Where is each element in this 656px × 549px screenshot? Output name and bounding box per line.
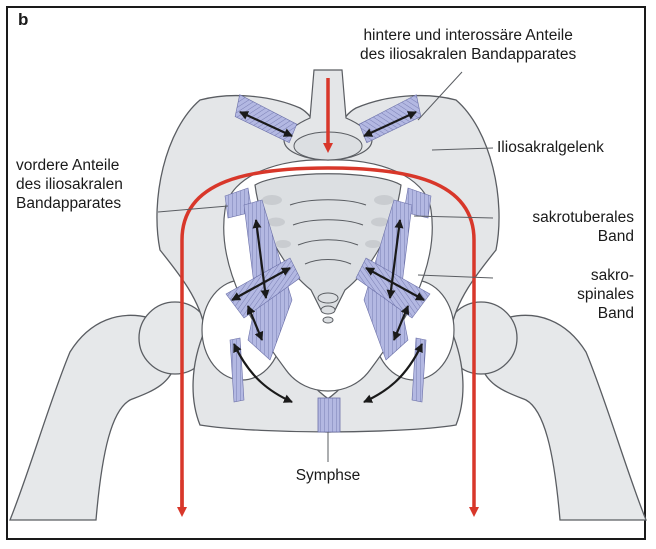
label-si-joint: Iliosakralgelenk xyxy=(497,138,604,157)
label-sacrospinous-ligament: sakro- spinales Band xyxy=(577,266,634,323)
label-anterior-line2: des iliosakralen xyxy=(16,175,123,194)
label-anterior-si-ligaments: vordere Anteile des iliosakralen Bandapp… xyxy=(16,156,123,213)
label-sacrotuberous-ligament: sakrotuberales Band xyxy=(532,208,634,246)
label-sacrospinous-line1: sakro- xyxy=(577,266,634,285)
label-sacrotuberous-line1: sakrotuberales xyxy=(532,208,634,227)
label-sacrospinous-line2: spinales xyxy=(577,285,634,304)
label-sacrospinous-line3: Band xyxy=(577,304,634,323)
label-symphysis: Symphse xyxy=(292,466,364,485)
label-anterior-line1: vordere Anteile xyxy=(16,156,123,175)
panel-letter: b xyxy=(18,10,28,29)
label-anterior-line3: Bandapparates xyxy=(16,194,123,213)
label-posterior-si-ligaments: hintere und interossäre Anteile des ilio… xyxy=(360,26,576,64)
label-sacrotuberous-line2: Band xyxy=(532,227,634,246)
label-posterior-line1: hintere und interossäre Anteile xyxy=(360,26,576,45)
pubic-symphysis xyxy=(318,398,340,432)
label-posterior-line2: des iliosakralen Bandapparates xyxy=(360,45,576,64)
